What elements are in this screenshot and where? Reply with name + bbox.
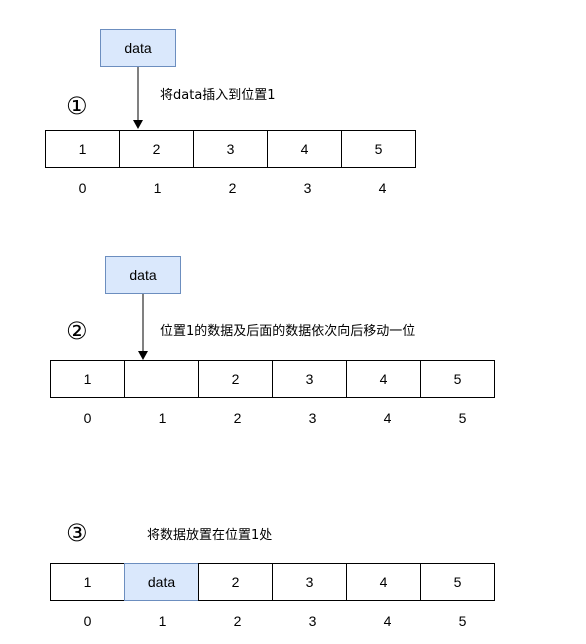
step-number-2: ② [66, 317, 88, 345]
array-index-label: 1 [153, 180, 162, 196]
array-index-label: 3 [308, 613, 317, 629]
array-index-label: 2 [233, 410, 242, 426]
step-number-3: ③ [66, 519, 88, 547]
index-row-step1: 0 1 2 3 4 [45, 180, 420, 198]
array-cell: 3 [193, 130, 268, 168]
array-cell: 2 [119, 130, 194, 168]
array-index-label: 4 [383, 410, 392, 426]
array-index-label: 2 [228, 180, 237, 196]
data-box-label: data [129, 267, 157, 283]
array-index-label: 0 [78, 180, 87, 196]
array-cell: 3 [272, 563, 347, 601]
step1-caption: 将data插入到位置1 [160, 88, 276, 103]
data-box-step1: data [100, 29, 176, 67]
array-index-label: 1 [158, 410, 167, 426]
array-index-label: 4 [378, 180, 387, 196]
data-box-label: data [124, 40, 152, 56]
array-index-label: 5 [458, 410, 467, 426]
array-index-label: 5 [458, 613, 467, 629]
step3-caption: 将数据放置在位置1处 [147, 528, 273, 543]
array-cell: 5 [420, 360, 495, 398]
array-cell: data [124, 563, 199, 601]
step-number-1: ① [66, 92, 88, 120]
array-cell: 1 [45, 130, 120, 168]
array-cell: 4 [346, 360, 421, 398]
array-index-label: 2 [233, 613, 242, 629]
array-cell: 5 [341, 130, 416, 168]
array-index-label: 0 [83, 410, 92, 426]
array-cell: 1 [50, 563, 125, 601]
array-index-label: 3 [303, 180, 312, 196]
array-index-label: 0 [83, 613, 92, 629]
array-cell: 4 [346, 563, 421, 601]
array-cell [124, 360, 199, 398]
array-cell: 1 [50, 360, 125, 398]
array-cell: 2 [198, 360, 273, 398]
array-index-label: 1 [158, 613, 167, 629]
array-index-label: 3 [308, 410, 317, 426]
data-box-step2: data [105, 256, 181, 294]
array-cell: 3 [272, 360, 347, 398]
array-cell: 5 [420, 563, 495, 601]
step2-caption: 位置1的数据及后面的数据依次向后移动一位 [160, 324, 416, 339]
index-row-step2: 0 1 2 3 4 5 [50, 410, 500, 428]
array-cell: 2 [198, 563, 273, 601]
array-index-label: 4 [383, 613, 392, 629]
index-row-step3: 0 1 2 3 4 5 [50, 613, 500, 631]
